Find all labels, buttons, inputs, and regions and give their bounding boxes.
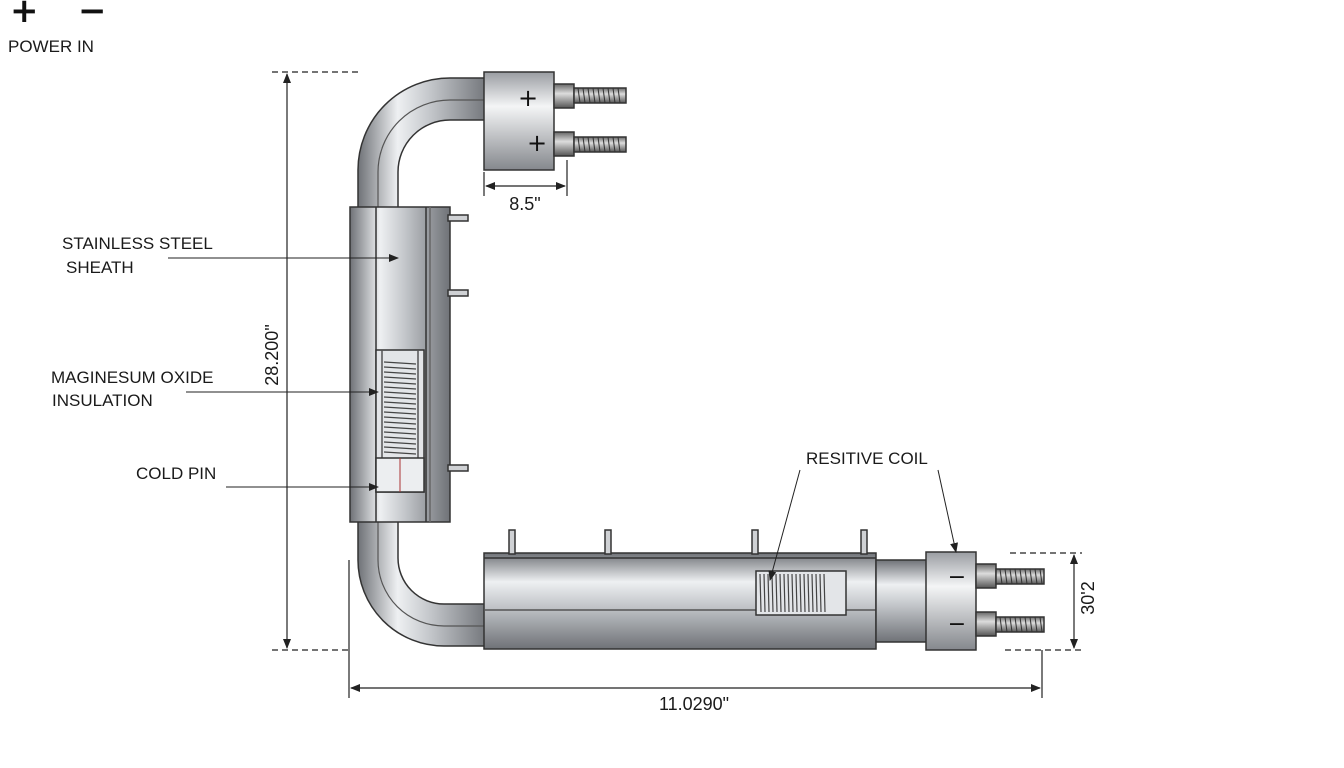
horizontal-coil	[759, 573, 826, 613]
label-sheath-line1: STAINLESS STEEL	[62, 234, 213, 253]
top-terminal-plus-1: +	[518, 84, 538, 112]
label-resistive-coil: RESITIVE COIL	[806, 449, 928, 468]
vertical-coil	[383, 361, 417, 455]
top-terminal-plus-2: +	[527, 129, 547, 157]
dimension-lines	[272, 71, 1082, 698]
label-insulation-line1: MAGINESUM OXIDE	[51, 368, 213, 387]
dimension-height: 28.200"	[262, 324, 282, 385]
bottom-terminal-minus-2: −	[948, 612, 966, 637]
bottom-bend	[357, 519, 491, 647]
plus-icon: +	[10, 0, 39, 31]
top-terminal-block: + +	[483, 71, 627, 171]
dimension-terminal-spacing: 30'2	[1078, 581, 1098, 614]
label-sheath-line2: SHEATH	[66, 258, 134, 277]
dimension-overall-width: 11.0290"	[659, 694, 729, 714]
label-insulation-line2: INSULATION	[52, 391, 153, 410]
bottom-terminal-block: − −	[925, 551, 1045, 651]
bottom-terminal-minus-1: −	[948, 565, 966, 590]
top-bend	[357, 77, 491, 211]
heater-tube	[349, 77, 929, 650]
minus-icon: −	[78, 0, 107, 31]
callout-leaders	[168, 254, 958, 581]
power-in-label: POWER IN	[8, 37, 94, 56]
label-cold-pin: COLD PIN	[136, 464, 216, 483]
dimension-terminal-width: 8.5"	[509, 194, 540, 214]
